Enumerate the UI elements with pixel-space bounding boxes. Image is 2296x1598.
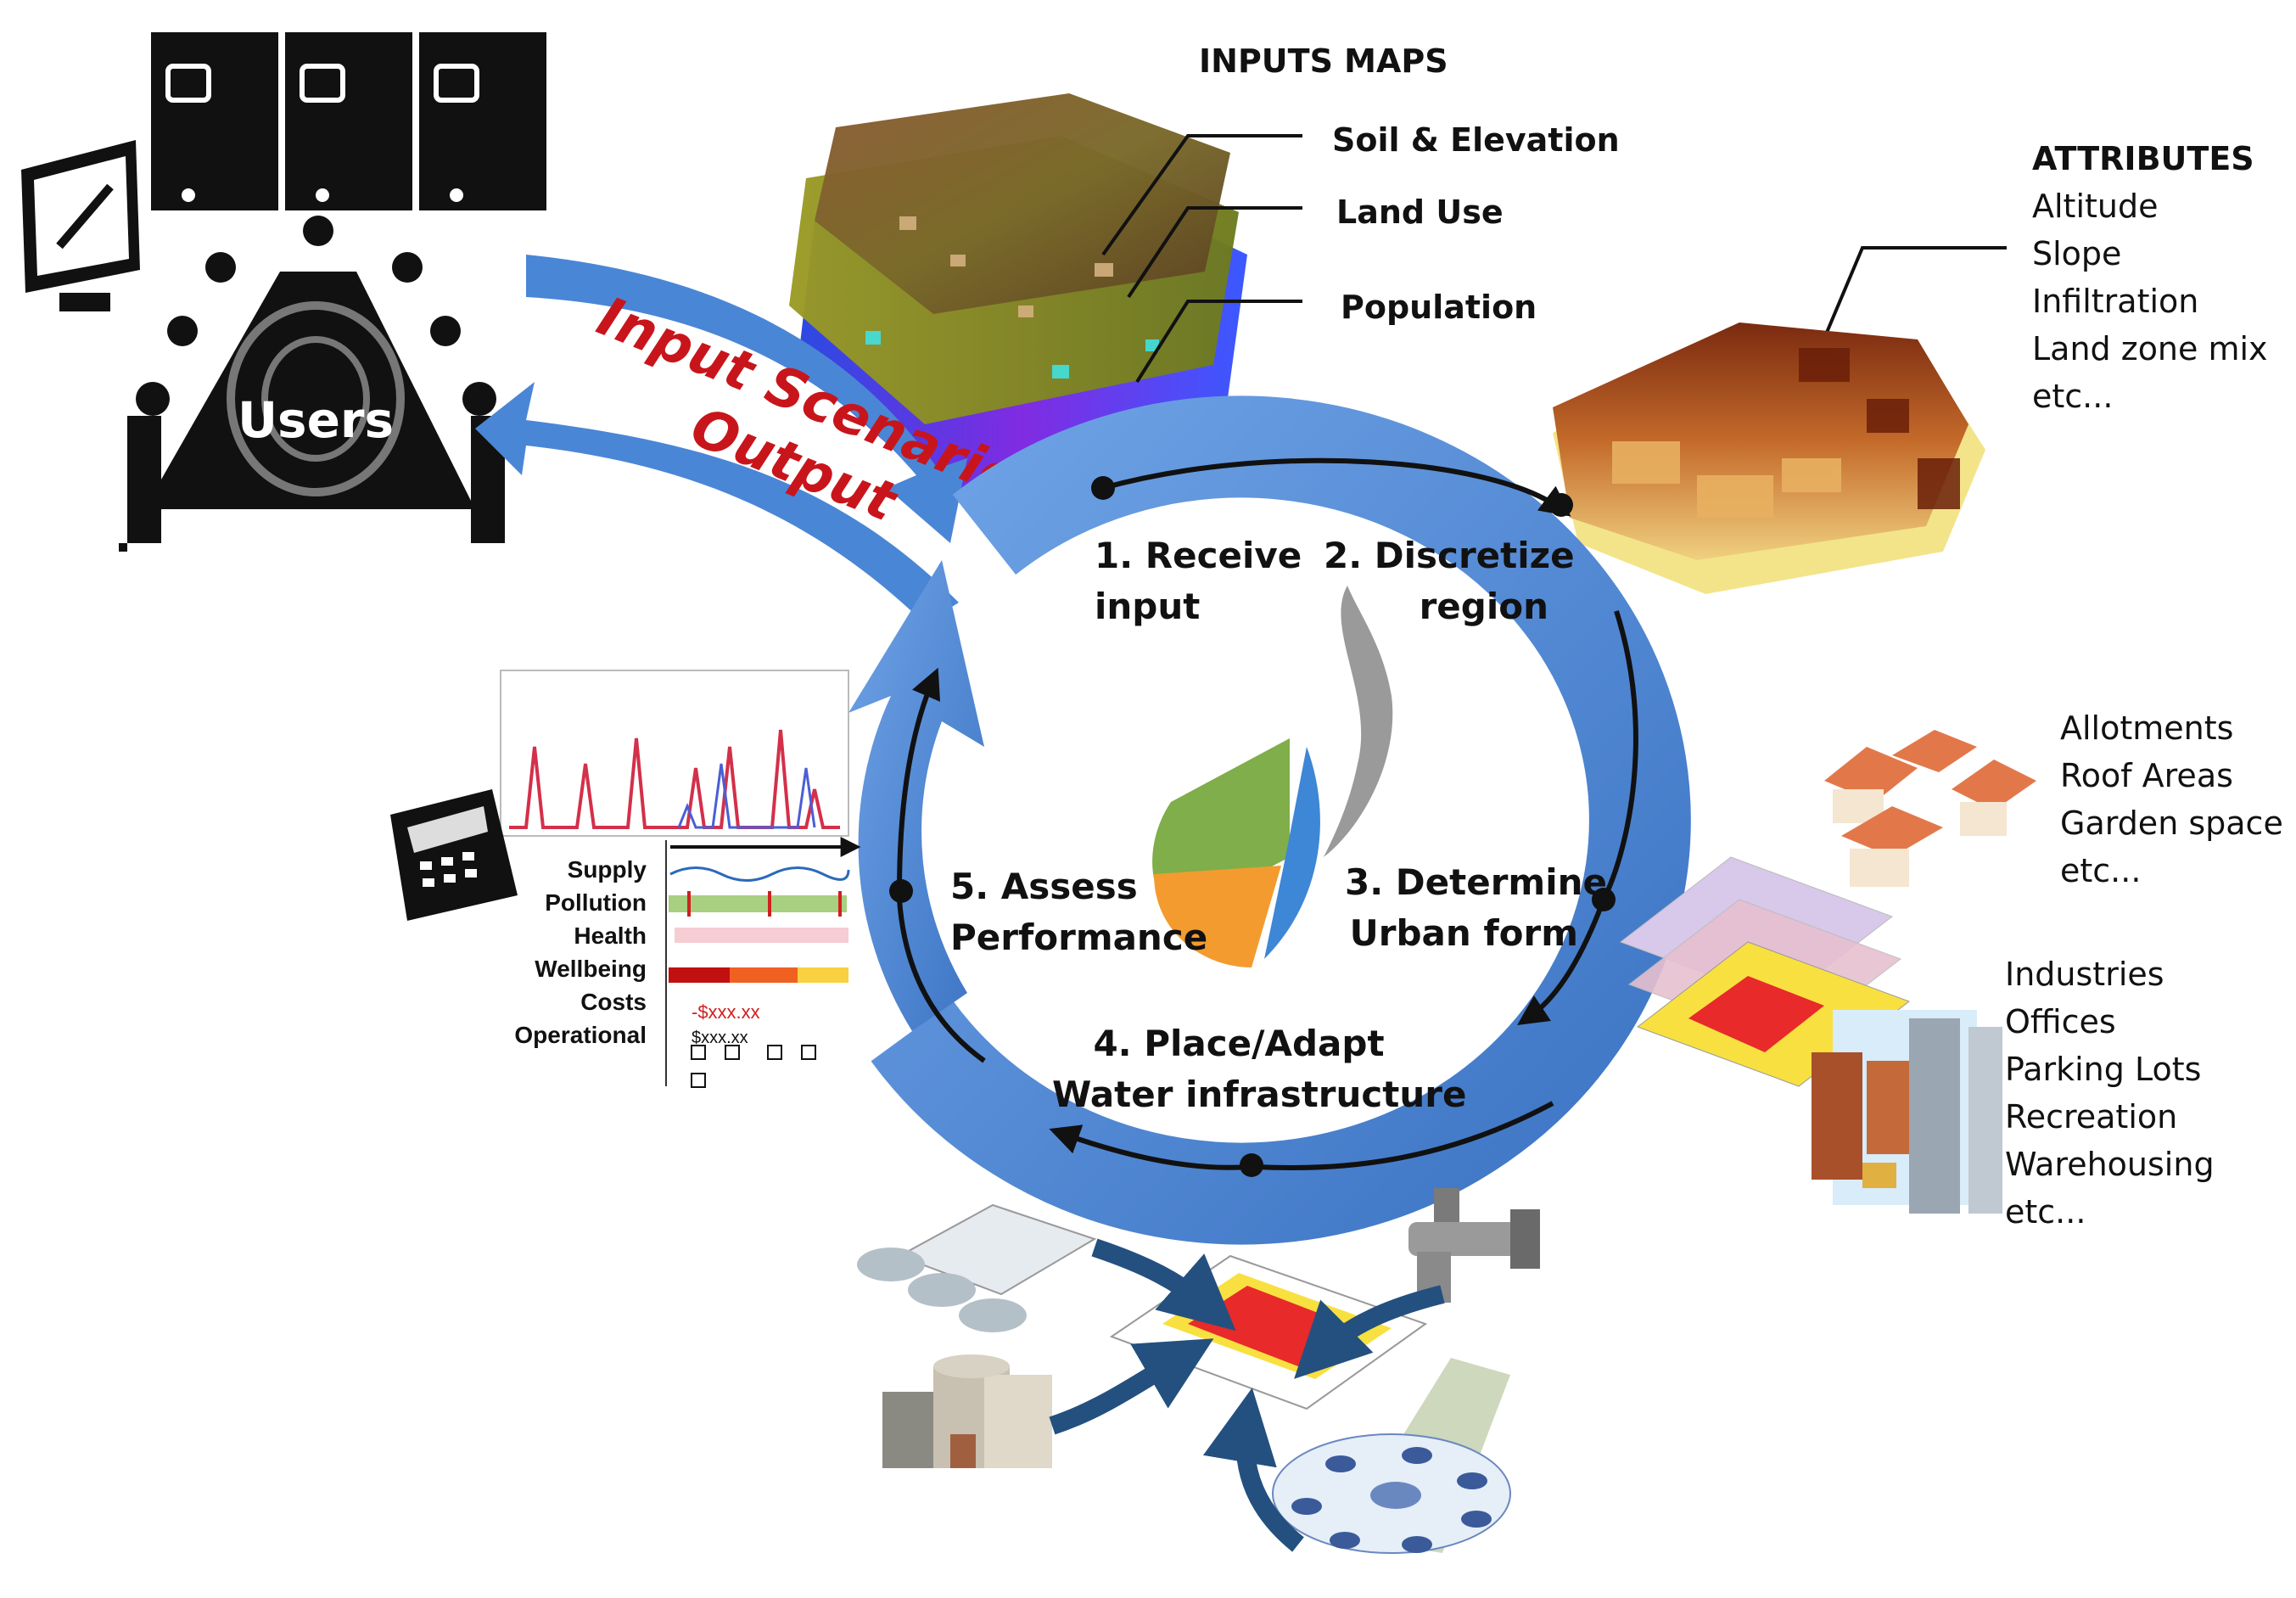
residential-item: Roof Areas xyxy=(2060,757,2233,794)
server-icon xyxy=(419,32,546,210)
urban-grid-layers xyxy=(1619,856,1911,1087)
attributes-title: ATTRIBUTES xyxy=(2032,140,2254,177)
monitor-icon xyxy=(21,140,140,311)
step-4-place-adapt-infrastructure: 4. Place/Adapt Water infrastructure xyxy=(1052,1023,1467,1115)
inputs-maps-title: INPUTS MAPS xyxy=(1199,42,1448,80)
perf-label-costs: Costs xyxy=(580,989,647,1015)
perf-label-wellbeing: Wellbeing xyxy=(535,956,647,982)
step-2-discretize-region: 2. Discretize region xyxy=(1324,535,1575,627)
filter-bed-icon xyxy=(857,1203,1097,1332)
industrial-item: Industries xyxy=(2005,956,2164,993)
attribute-item: Land zone mix xyxy=(2032,330,2268,367)
process-ring xyxy=(848,395,1691,1245)
attribute-item: etc... xyxy=(2032,378,2114,415)
flow-arrows xyxy=(475,255,967,624)
step-3-determine-urban-form: 3. Determine Urban form xyxy=(1345,861,1607,954)
perf-label-operational: Operational xyxy=(514,1022,647,1048)
industrial-item: Parking Lots xyxy=(2005,1051,2202,1088)
houses-icon xyxy=(1824,730,2036,887)
residential-item: Allotments xyxy=(2060,709,2234,747)
industrial-item: Offices xyxy=(2005,1003,2116,1040)
perf-label-supply: Supply xyxy=(567,856,647,883)
cost-value: -$xxx.xx xyxy=(692,1001,760,1023)
residential-list: Allotments Roof Areas Garden space etc..… xyxy=(2060,704,2283,894)
industrial-list: Industries Offices Parking Lots Recreati… xyxy=(2005,950,2215,1236)
industrial-item: etc... xyxy=(2005,1193,2086,1231)
users-icon xyxy=(21,32,546,552)
attribute-item: Slope xyxy=(2032,235,2122,272)
network-diagram-icon xyxy=(1272,1358,1511,1554)
server-icon xyxy=(285,32,412,210)
calculator-icon xyxy=(390,789,518,921)
perf-label-health: Health xyxy=(574,922,647,949)
server-icon xyxy=(151,32,278,210)
buildings-icon xyxy=(1812,1010,2002,1214)
residential-item: etc... xyxy=(2060,852,2142,889)
performance-chart xyxy=(500,670,861,1088)
step-5-assess-performance: 5. Assess Performance xyxy=(950,866,1208,958)
users-label: Users xyxy=(238,391,394,449)
layer-soil-elevation: Soil & Elevation xyxy=(1332,121,1620,159)
layer-land-use: Land Use xyxy=(1336,193,1504,231)
input-maps-stack xyxy=(789,93,1247,492)
leaf-logo xyxy=(1152,586,1393,967)
step-1-receive-input: 1. Receive input xyxy=(1095,535,1302,627)
residential-item: Garden space xyxy=(2060,805,2283,842)
attributes-list: Altitude Slope Infiltration Land zone mi… xyxy=(2032,182,2268,420)
attribute-item: Altitude xyxy=(2032,188,2159,225)
industrial-item: Warehousing xyxy=(2005,1146,2215,1183)
tap-icon xyxy=(1408,1188,1540,1303)
perf-label-pollution: Pollution xyxy=(545,889,647,916)
industrial-item: Recreation xyxy=(2005,1098,2178,1135)
converging-arrows xyxy=(1049,1238,1445,1552)
tanks-icon xyxy=(882,1354,1052,1468)
layer-population: Population xyxy=(1341,289,1537,326)
performance-labels: Supply Pollution Health Wellbeing Costs … xyxy=(494,853,647,1051)
operational-value: $xxx.xx xyxy=(692,1029,748,1047)
attribute-item: Infiltration xyxy=(2032,283,2199,320)
meeting-table-icon xyxy=(144,272,475,509)
terrain-model xyxy=(1553,322,1985,594)
